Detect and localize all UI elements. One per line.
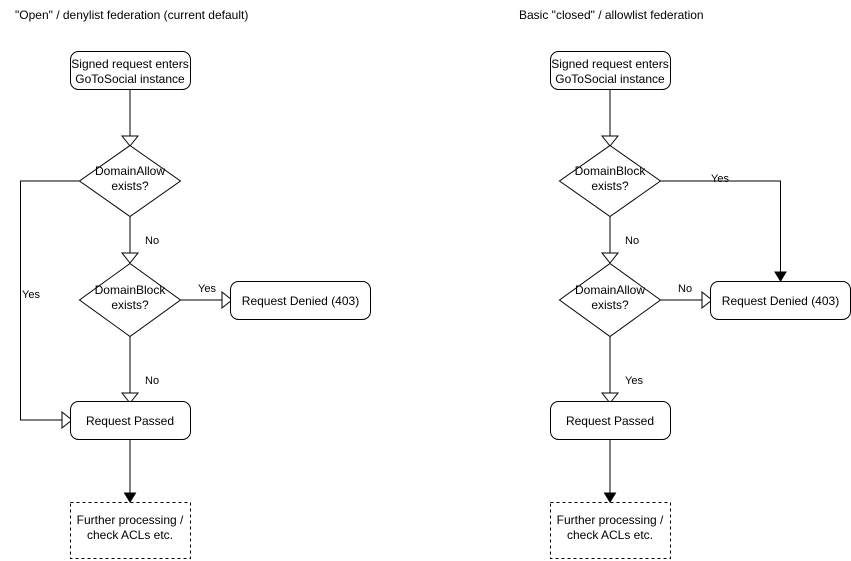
allowlist-edge-label-block-no: No: [625, 235, 639, 247]
denylist-domainallow-label-line1: DomainAllow: [95, 164, 165, 178]
denylist-decision-domainblock: DomainBlock exists?: [78, 262, 182, 338]
allowlist-edge-label-allow-no: No: [678, 283, 692, 295]
allowlist-edge-block-yes: Yes: [660, 173, 787, 282]
allowlist-start-label-line2: GoToSocial instance: [555, 72, 665, 86]
denylist-domainblock-label-line2: exists?: [111, 298, 149, 312]
allowlist-domainallow-label-line2: exists?: [591, 298, 629, 312]
denylist-start-label-line1: Signed request enters: [71, 57, 188, 71]
denylist-request-passed-node: Request Passed: [70, 401, 191, 440]
denylist-edge-block-yes: Yes: [180, 283, 233, 310]
allowlist-edge-block-no: No: [600, 216, 639, 264]
allowlist-diagram-title: Basic "closed" / allowlist federation: [519, 8, 704, 22]
denylist-start-label-line2: GoToSocial instance: [75, 72, 185, 86]
denylist-edge-passed-to-further: [123, 439, 137, 503]
denylist-further-processing-node: Further processing / check ACLs etc.: [70, 502, 191, 559]
denylist-request-passed-label: Request Passed: [86, 414, 174, 428]
allowlist-further-processing-label-line1: Further processing /: [557, 513, 664, 527]
allowlist-domainblock-label-line2: exists?: [591, 179, 629, 193]
denylist-edge-label-allow-no: No: [145, 235, 159, 247]
diagram-allowlist: Basic "closed" / allowlist federation Si…: [519, 8, 851, 559]
denylist-diagram-title: "Open" / denylist federation (current de…: [15, 8, 248, 22]
denylist-edge-allow-yes: Yes: [20, 180, 80, 430]
denylist-edge-label-allow-yes: Yes: [22, 289, 40, 301]
allowlist-edge-passed-to-further: [603, 439, 617, 503]
allowlist-request-passed-node: Request Passed: [550, 401, 671, 440]
allowlist-further-processing-label-line2: check ACLs etc.: [567, 528, 653, 542]
allowlist-request-denied-node: Request Denied (403): [710, 281, 851, 320]
denylist-domainblock-label-line1: DomainBlock: [95, 283, 167, 297]
denylist-further-processing-label-line1: Further processing /: [77, 513, 184, 527]
denylist-decision-domainallow: DomainAllow exists?: [78, 144, 182, 218]
allowlist-request-passed-label: Request Passed: [566, 414, 654, 428]
allowlist-further-processing-node: Further processing / check ACLs etc.: [550, 502, 671, 559]
allowlist-decision-domainallow: DomainAllow exists?: [558, 262, 662, 338]
allowlist-edge-start-to-block: [600, 89, 620, 147]
denylist-edge-label-block-yes: Yes: [198, 283, 216, 295]
allowlist-edge-allow-yes: Yes: [600, 336, 643, 404]
diagram-denylist: "Open" / denylist federation (current de…: [15, 8, 371, 559]
denylist-edge-allow-no: No: [120, 216, 159, 264]
denylist-further-processing-label-line2: check ACLs etc.: [87, 528, 173, 542]
denylist-request-denied-label: Request Denied (403): [242, 294, 359, 308]
allowlist-request-denied-label: Request Denied (403): [722, 294, 839, 308]
allowlist-edge-label-allow-yes: Yes: [625, 375, 643, 387]
denylist-start-node: Signed request enters GoToSocial instanc…: [70, 51, 191, 90]
allowlist-edge-label-block-yes: Yes: [711, 173, 729, 185]
allowlist-domainallow-label-line1: DomainAllow: [575, 283, 645, 297]
denylist-request-denied-node: Request Denied (403): [230, 281, 371, 320]
allowlist-decision-domainblock: DomainBlock exists?: [558, 144, 662, 218]
denylist-edge-label-block-no: No: [145, 375, 159, 387]
allowlist-further-processing-shape: [550, 502, 671, 559]
denylist-domainallow-label-line2: exists?: [111, 179, 149, 193]
allowlist-domainblock-label-line1: DomainBlock: [575, 164, 647, 178]
denylist-request-denied-shape: [230, 281, 371, 320]
denylist-edge-block-no: No: [120, 336, 159, 404]
allowlist-start-node: Signed request enters GoToSocial instanc…: [550, 51, 671, 90]
allowlist-start-label-line1: Signed request enters: [551, 57, 668, 71]
denylist-further-processing-shape: [70, 502, 191, 559]
allowlist-edge-allow-no: No: [660, 283, 713, 310]
denylist-edge-start-to-allow: [120, 89, 140, 147]
